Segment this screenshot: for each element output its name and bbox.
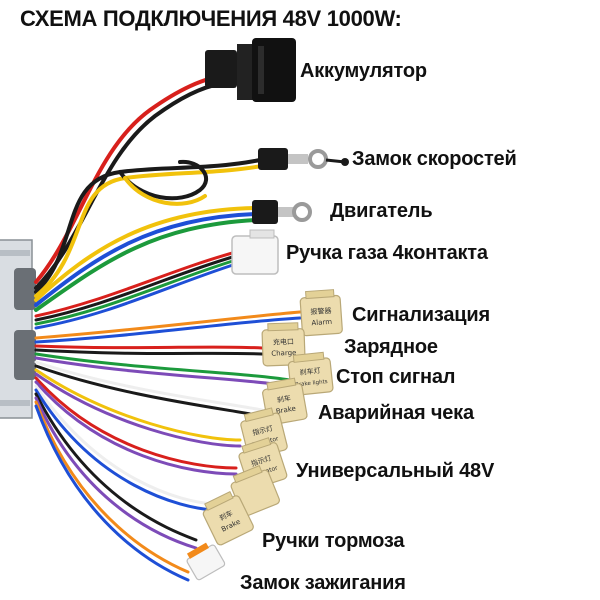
brake-connector-2: 刹车 Brake bbox=[202, 491, 254, 546]
label-universal: Универсальный 48V bbox=[296, 460, 495, 482]
speed-lock-connector bbox=[258, 148, 349, 170]
throttle-wires bbox=[34, 250, 238, 330]
label-alarm: Сигнализация bbox=[352, 304, 490, 326]
brake-tag-en-1: Brake bbox=[275, 404, 296, 415]
label-speed-lock: Замок скоростей bbox=[352, 148, 517, 170]
brake-tag-cn-1: 刹车 bbox=[276, 393, 291, 404]
alarm-tag-cn: 报警器 bbox=[310, 306, 332, 316]
ignition-connector bbox=[186, 542, 226, 581]
alarm-connector: 报警器 Alarm bbox=[299, 289, 343, 337]
label-brakes: Ручки тормоза bbox=[262, 530, 405, 552]
speed-lock-wires bbox=[34, 158, 264, 298]
page-title: СХЕМА ПОДКЛЮЧЕНИЯ 48V 1000W: bbox=[20, 6, 402, 31]
label-battery: Аккумулятор bbox=[300, 60, 427, 82]
charge-tag-cn: 充电口 bbox=[273, 337, 294, 347]
motor-connector bbox=[252, 200, 312, 224]
controller-box bbox=[0, 239, 36, 419]
throttle-connector bbox=[231, 229, 279, 275]
label-emergency: Аварийная чека bbox=[318, 402, 474, 424]
label-charger: Зарядное bbox=[344, 336, 438, 358]
battery-connector bbox=[205, 38, 296, 102]
brakelight-tag-en: Brake lights bbox=[295, 379, 328, 388]
label-stop: Стоп сигнал bbox=[336, 366, 456, 388]
motor-wires bbox=[34, 206, 257, 312]
label-ignition: Замок зажигания bbox=[240, 572, 406, 594]
brakelight-tag-cn: 刹车灯 bbox=[299, 366, 321, 377]
label-motor: Двигатель bbox=[330, 200, 433, 222]
charge-tag-en: Charge bbox=[271, 349, 296, 358]
alarm-tag-en: Alarm bbox=[311, 318, 332, 327]
label-throttle: Ручка газа 4контакта bbox=[286, 242, 488, 264]
controller-grommet-bottom bbox=[14, 330, 36, 380]
controller-grommet-top bbox=[14, 268, 36, 310]
